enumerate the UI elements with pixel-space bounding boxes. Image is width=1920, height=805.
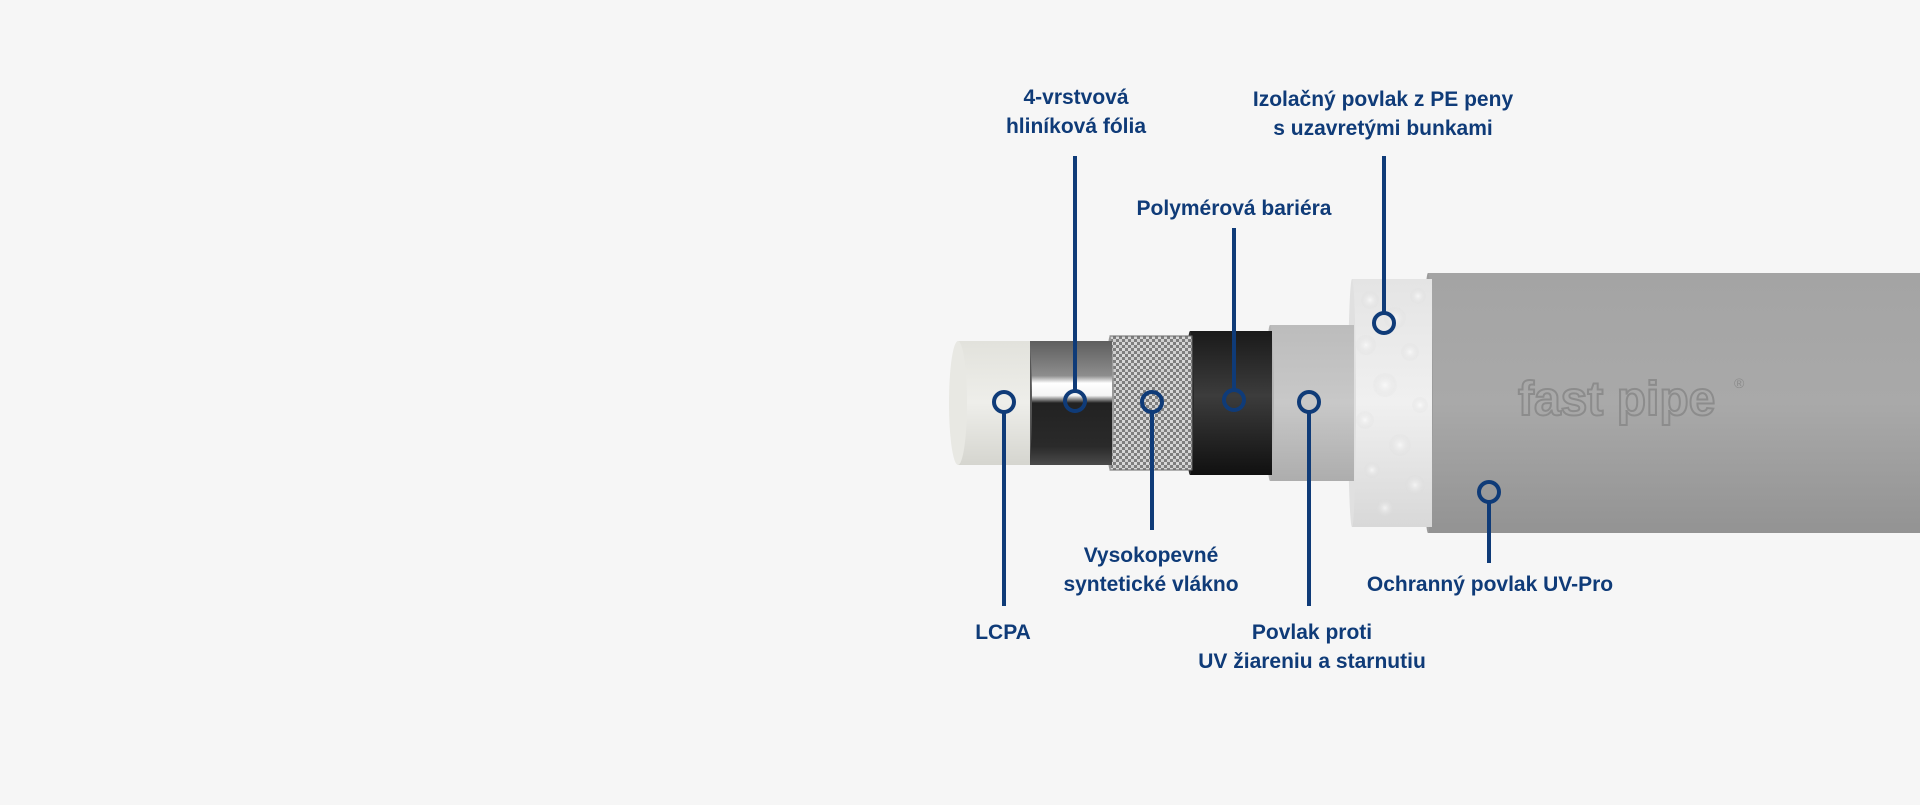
uv-pro-jacket bbox=[1428, 273, 1920, 533]
label-pe-foam-line-1: Izolačný povlak z PE peny bbox=[1252, 88, 1514, 111]
label-polymer-barrier: Polymérová bariéra bbox=[1137, 194, 1332, 223]
label-synthetic-fiber-line-2: syntetické vlákno bbox=[1063, 573, 1239, 596]
foam-cells bbox=[1356, 288, 1428, 517]
label-lcpa: LCPA bbox=[975, 618, 1031, 647]
label-synthetic-fiber: Vysokopevné syntetické vlákno bbox=[1063, 541, 1238, 599]
label-uv-pro-text: Ochranný povlak UV-Pro bbox=[1366, 573, 1614, 596]
marker-uv-aging[interactable] bbox=[1297, 390, 1321, 414]
uv-aging-layer bbox=[1270, 325, 1354, 481]
fastpipe-logo: fast pipe ® bbox=[1517, 372, 1745, 427]
label-uv-aging: Povlak proti UV žiareniu a starnutiu bbox=[1198, 618, 1426, 676]
label-aluminium-foil: 4-vrstvová hliníková fólia bbox=[1006, 83, 1146, 141]
marker-aluminium-foil[interactable] bbox=[1063, 389, 1087, 413]
lcpa-core-edge bbox=[949, 341, 967, 465]
label-uv-aging-line-1: Povlak proti bbox=[1251, 621, 1373, 644]
marker-pe-foam[interactable] bbox=[1372, 311, 1396, 335]
label-pe-foam: Izolačný povlak z PE peny s uzavretými b… bbox=[1253, 85, 1513, 143]
label-pe-foam-line-2: s uzavretými bunkami bbox=[1273, 117, 1493, 140]
layer-markers bbox=[992, 311, 1501, 504]
registered-mark: ® bbox=[1734, 375, 1745, 391]
label-synthetic-fiber-line-1: Vysokopevné bbox=[1083, 544, 1219, 567]
label-aluminium-foil-line-1: 4-vrstvová bbox=[1023, 86, 1129, 109]
polymer-barrier-layer bbox=[1190, 331, 1272, 475]
marker-uv-pro[interactable] bbox=[1477, 480, 1501, 504]
marker-polymer-barrier[interactable] bbox=[1222, 388, 1246, 412]
label-polymer-barrier-text: Polymérová bariéra bbox=[1136, 197, 1332, 220]
aluminium-foil-layer bbox=[1028, 341, 1112, 465]
logo-wordmark: fast pipe bbox=[1518, 373, 1715, 426]
label-aluminium-foil-line-2: hliníková fólia bbox=[1005, 115, 1147, 138]
label-lcpa-text: LCPA bbox=[975, 621, 1031, 644]
label-uv-pro: Ochranný povlak UV-Pro bbox=[1367, 570, 1613, 599]
label-uv-aging-line-2: UV žiareniu a starnutiu bbox=[1198, 650, 1426, 673]
marker-lcpa[interactable] bbox=[992, 390, 1016, 414]
leader-lines bbox=[1002, 156, 1491, 606]
marker-synthetic-fiber[interactable] bbox=[1140, 390, 1164, 414]
